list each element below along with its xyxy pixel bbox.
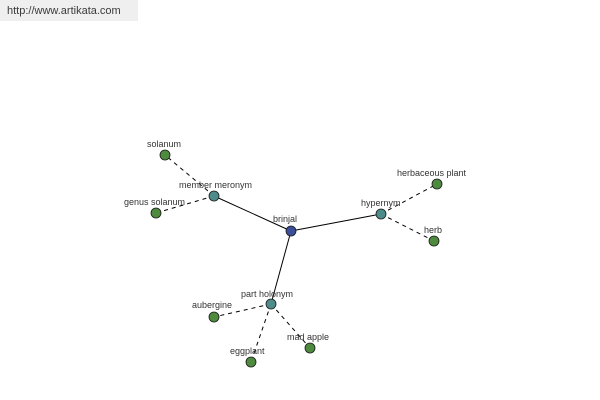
node-label-hypernym: hypernym (361, 198, 401, 208)
node-member-meronym[interactable]: member meronym (179, 180, 252, 202)
node-label-solanum: solanum (147, 139, 181, 149)
node-marker-member-meronym[interactable] (208, 190, 220, 202)
node-herb[interactable]: herb (424, 225, 442, 247)
node-herbaceous-plant[interactable]: herbaceous plant (397, 168, 467, 190)
node-marker-brinjal[interactable] (285, 225, 297, 237)
node-label-herbaceous-plant: herbaceous plant (397, 168, 467, 178)
node-aubergine[interactable]: aubergine (192, 300, 232, 323)
node-marker-mad-apple[interactable] (304, 342, 316, 354)
node-marker-herbaceous-plant[interactable] (431, 178, 443, 190)
edge-member-meronym-to-solanum (164, 154, 215, 197)
node-brinjal[interactable]: brinjal (273, 214, 297, 237)
edge-brinjal-to-member-meronym (213, 195, 292, 232)
edge-hypernym-to-herb (380, 213, 435, 242)
node-label-mad-apple: mad apple (287, 332, 329, 342)
node-marker-part-holonym[interactable] (265, 298, 277, 310)
node-marker-solanum[interactable] (159, 149, 171, 161)
edge-part-holonym-to-aubergine (213, 303, 272, 318)
node-marker-herb[interactable] (428, 235, 440, 247)
edge-member-meronym-to-genus-solanum (155, 195, 215, 214)
node-genus-solanum[interactable]: genus solanum (124, 197, 185, 219)
url-banner: http://www.artikata.com (0, 0, 138, 21)
node-label-eggplant: eggplant (230, 346, 265, 356)
node-eggplant[interactable]: eggplant (230, 346, 265, 368)
edge-hypernym-to-herbaceous-plant (380, 183, 438, 215)
node-part-holonym[interactable]: part holonym (241, 289, 293, 310)
edge-brinjal-to-part-holonym (270, 230, 292, 305)
node-label-part-holonym: part holonym (241, 289, 293, 299)
node-label-herb: herb (424, 225, 442, 235)
nodes-layer: brinjal member meronym hypernym part holony… (124, 139, 467, 368)
node-label-member-meronym: member meronym (179, 180, 252, 190)
node-mad-apple[interactable]: mad apple (287, 332, 329, 354)
edge-brinjal-to-hypernym (290, 213, 382, 232)
node-marker-genus-solanum[interactable] (150, 207, 162, 219)
edge-part-holonym-to-mad-apple (270, 303, 311, 349)
edge-part-holonym-to-eggplant (250, 303, 272, 363)
node-hypernym[interactable]: hypernym (361, 198, 401, 220)
edges-layer (155, 154, 438, 363)
node-solanum[interactable]: solanum (147, 139, 181, 161)
node-label-aubergine: aubergine (192, 300, 232, 310)
site-url-link[interactable]: http://www.artikata.com (7, 5, 121, 17)
node-marker-eggplant[interactable] (245, 356, 257, 368)
node-marker-aubergine[interactable] (208, 311, 220, 323)
node-label-brinjal: brinjal (273, 214, 297, 224)
node-marker-hypernym[interactable] (375, 208, 387, 220)
node-label-genus-solanum: genus solanum (124, 197, 185, 207)
